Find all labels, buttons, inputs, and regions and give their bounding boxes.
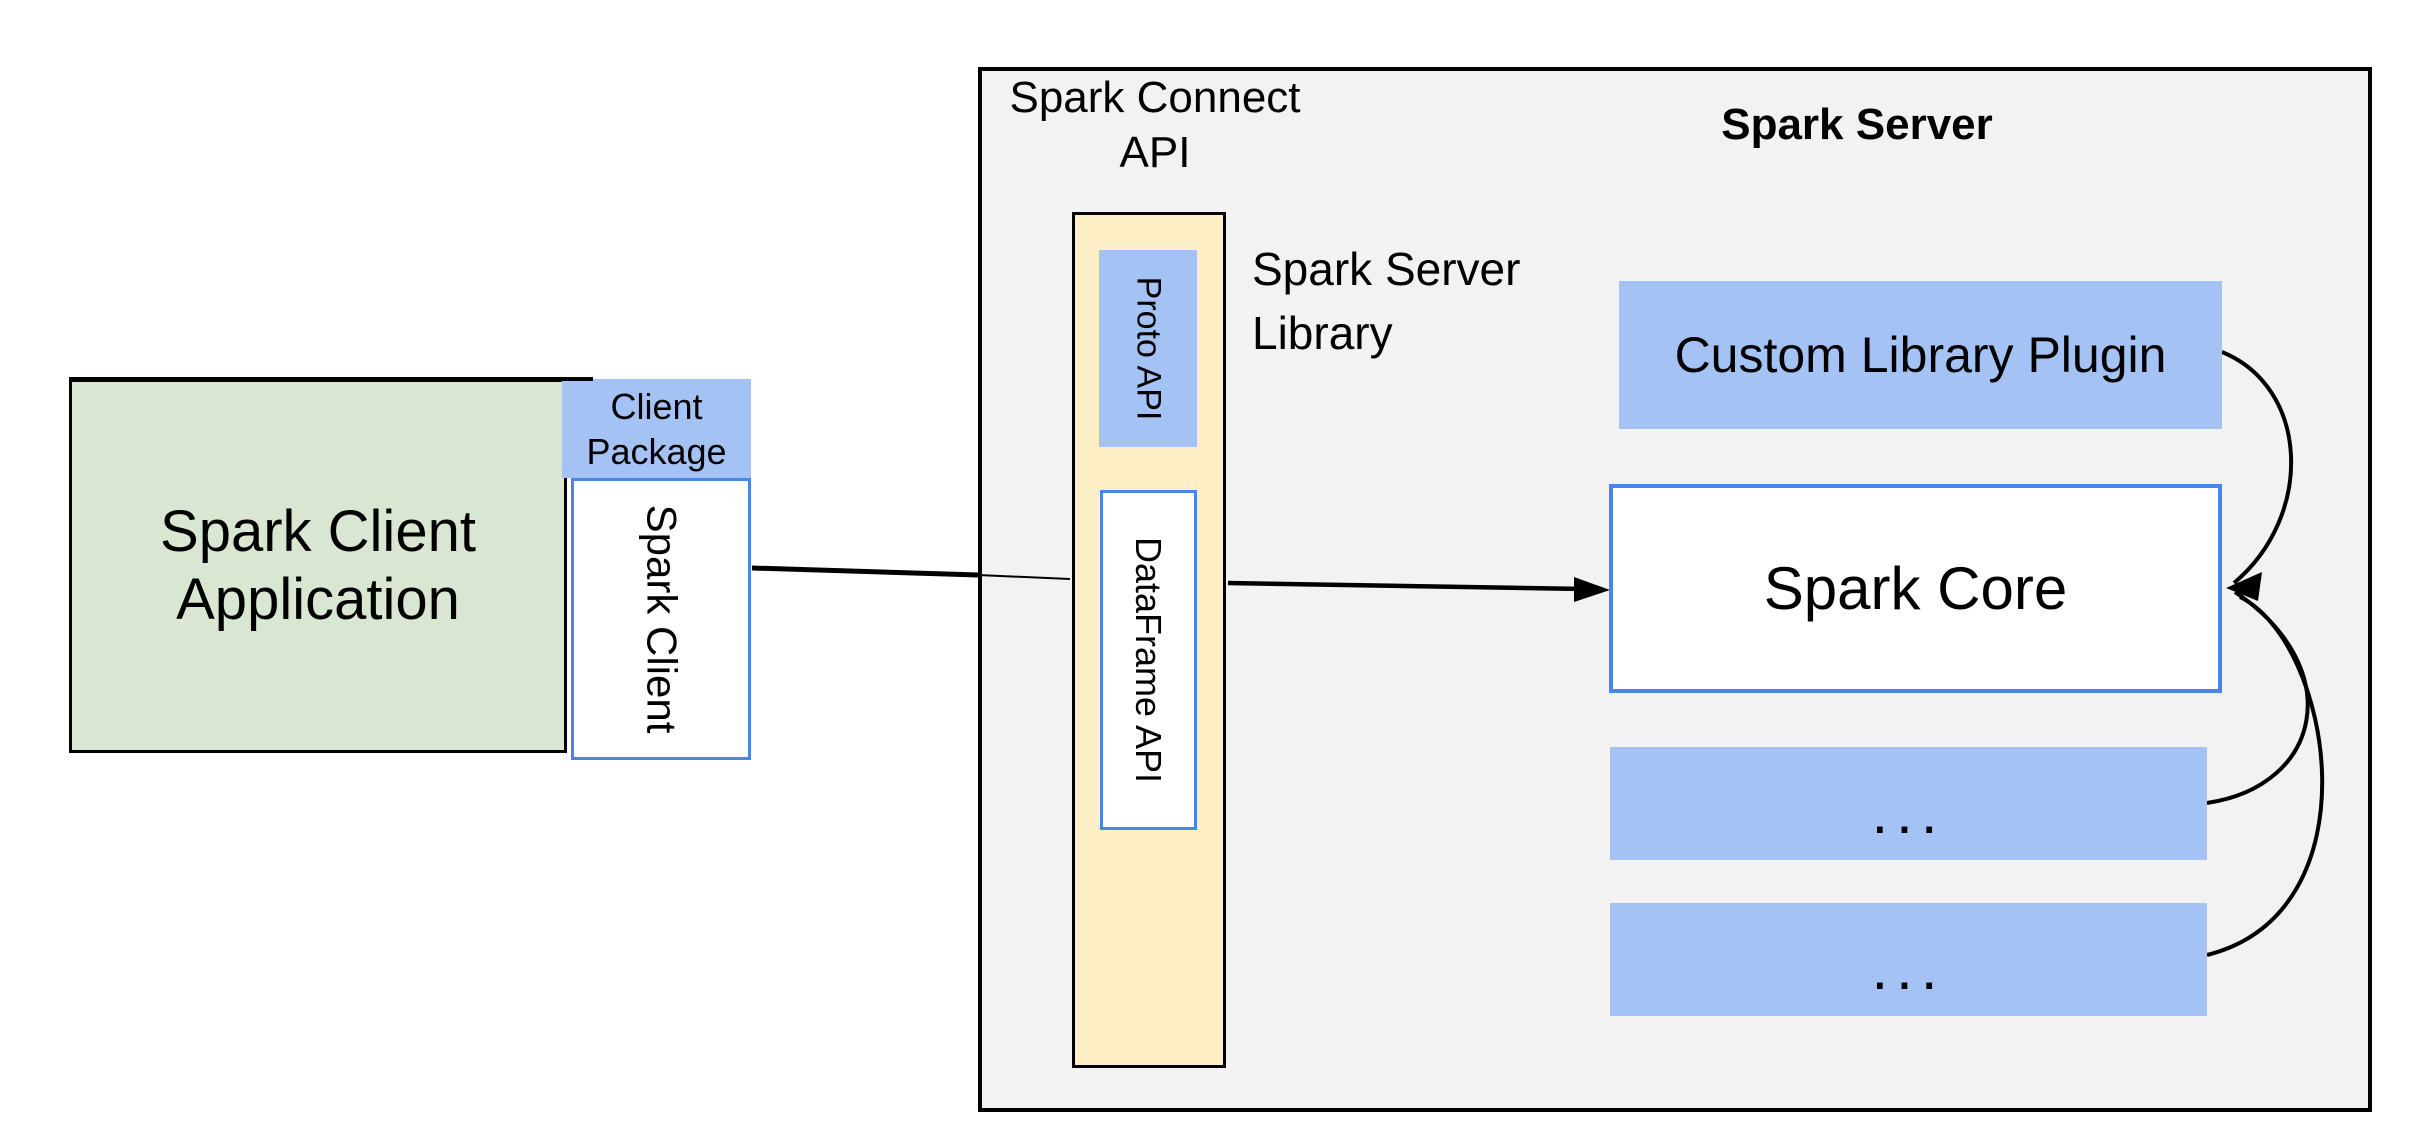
server-module-box-2: ... [1610, 903, 2207, 1016]
spark-client-application-label-line2: Application [176, 567, 460, 632]
spark-server-library-label-line2: Library [1252, 307, 1393, 359]
spark-core-label: Spark Core [1763, 555, 2068, 622]
spark-connect-api-label: Spark Connect API [975, 70, 1335, 180]
server-module-1-label: ... [1871, 779, 1946, 846]
arrow-client-to-container-line [751, 565, 979, 578]
green-box-top-border-line [69, 377, 593, 381]
dataframe-api-box: DataFrame API [1100, 490, 1197, 830]
spark-server-title: Spark Server [1721, 100, 1993, 149]
client-package-label-line2: Package [586, 430, 727, 472]
spark-connect-api-label-line1: Spark Connect [1009, 73, 1301, 122]
spark-server-library-label: Spark Server Library [1252, 237, 1520, 365]
spark-server-library-label-line1: Spark Server [1252, 243, 1521, 295]
proto-api-box: Proto API [1099, 250, 1197, 447]
spark-core-box: Spark Core [1609, 484, 2222, 693]
custom-library-plugin-box: Custom Library Plugin [1619, 281, 2222, 429]
proto-api-label: Proto API [1129, 276, 1168, 421]
custom-library-plugin-label: Custom Library Plugin [1674, 327, 2167, 383]
spark-client-label: Spark Client [638, 504, 686, 734]
client-package-box: Client Package [562, 379, 751, 478]
spark-client-application-label-line1: Spark Client [160, 499, 476, 564]
spark-connect-api-label-line2: API [1119, 128, 1191, 177]
server-module-box-1: ... [1610, 747, 2207, 860]
spark-client-box: Spark Client [571, 478, 751, 760]
spark-client-application-box: Spark Client Application [69, 379, 567, 753]
server-module-2-label: ... [1871, 935, 1946, 1002]
client-package-label-line1: Client [610, 385, 703, 427]
dataframe-api-label: DataFrame API [1128, 536, 1170, 784]
